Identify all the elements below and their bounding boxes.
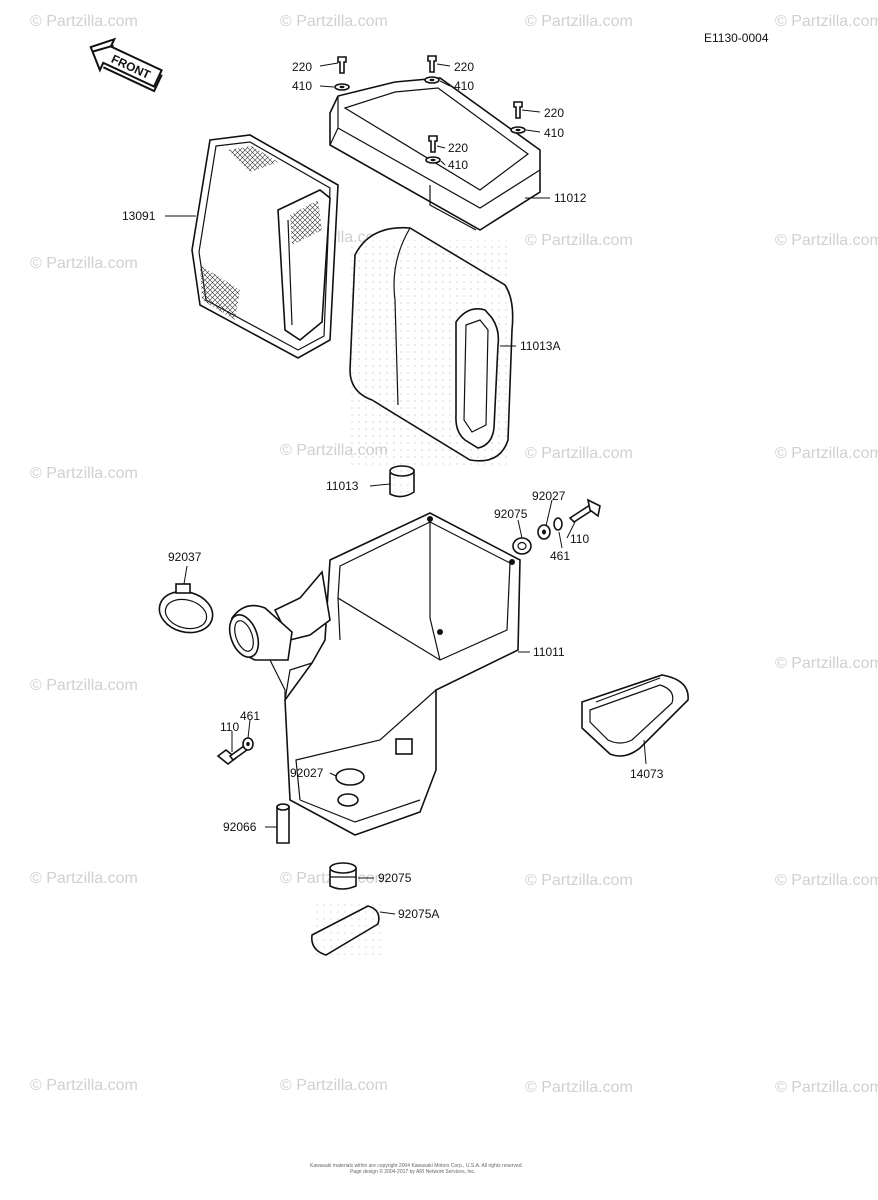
air-filter-element	[191, 134, 339, 359]
part-labels: 220 410 220 410 220 410 220 410 11012 13…	[122, 60, 664, 921]
footer-copyright: Kawasaki materials within are copyright …	[310, 1163, 523, 1169]
part-label: 11013A	[520, 339, 560, 353]
watermark: © Partzilla.com	[775, 232, 878, 249]
tube-92075A	[310, 904, 382, 956]
watermark: © Partzilla.com	[30, 255, 138, 272]
clamp-92037	[158, 583, 214, 634]
part-label: 461	[550, 549, 570, 563]
air-filter-foam	[349, 226, 514, 465]
watermark: © Partzilla.com	[30, 1077, 138, 1094]
part-label: 220	[292, 60, 312, 74]
intake-duct	[228, 604, 293, 700]
part-label: 410	[544, 126, 564, 140]
watermark: © Partzilla.com	[30, 677, 138, 694]
screw-220-icon	[334, 56, 350, 91]
part-label: 92066	[223, 820, 257, 834]
bolt-110-icon	[568, 498, 601, 524]
watermark: © Partzilla.com	[30, 465, 138, 482]
watermark: © Partzilla.com	[30, 870, 138, 887]
washer-461-icon	[553, 517, 563, 531]
front-arrow-icon: FRONT	[89, 37, 163, 93]
screw-220-icon	[424, 55, 440, 84]
watermark-layer: © Partzilla.com © Partzilla.com © Partzi…	[30, 13, 878, 1096]
watermark: © Partzilla.com	[525, 1079, 633, 1096]
part-label: 92027	[290, 766, 324, 780]
bushing-92027-icon	[537, 524, 551, 540]
drain-tube-92066	[276, 803, 290, 844]
part-label: 220	[544, 106, 564, 120]
footer-copyright: Page design © 2004-2017 by ARI Network S…	[350, 1168, 475, 1175]
watermark: © Partzilla.com	[30, 13, 138, 30]
watermark: © Partzilla.com	[525, 13, 633, 30]
part-label: 110	[220, 720, 239, 734]
part-label: 220	[454, 60, 474, 74]
part-label: 92027	[532, 489, 566, 503]
grommet-92075-icon	[329, 862, 357, 890]
watermark: © Partzilla.com	[775, 655, 878, 672]
part-label: 410	[292, 79, 312, 93]
part-label: 92075	[494, 507, 528, 521]
part-label: 14073	[630, 767, 664, 781]
washer-461-icon	[242, 737, 254, 751]
part-label: 11011	[533, 645, 565, 659]
watermark: © Partzilla.com	[525, 232, 633, 249]
part-label: 92037	[168, 550, 202, 564]
part-label: 410	[448, 158, 468, 172]
part-label: 220	[448, 141, 468, 155]
part-label: 410	[454, 79, 474, 93]
part-label: 461	[240, 709, 260, 723]
air-cleaner-cover	[329, 77, 541, 231]
cover-14073	[581, 674, 689, 757]
screw-220-icon	[510, 101, 526, 134]
leader-lines	[165, 62, 647, 915]
foam-plug-11013	[389, 465, 415, 498]
watermark: © Partzilla.com	[280, 1077, 388, 1094]
part-label: 92075	[378, 871, 412, 885]
part-label: 13091	[122, 209, 156, 223]
air-cleaner-case	[273, 512, 521, 836]
watermark: © Partzilla.com	[775, 872, 878, 889]
part-label: 11012	[554, 191, 587, 205]
watermark: © Partzilla.com	[775, 13, 878, 30]
watermark: © Partzilla.com	[525, 872, 633, 889]
part-label: 92075A	[398, 907, 439, 921]
part-label: 11013	[326, 479, 359, 493]
diagram-code: E1130-0004	[704, 31, 769, 45]
watermark: © Partzilla.com	[525, 445, 633, 462]
watermark: © Partzilla.com	[775, 1079, 878, 1096]
screw-220-icon	[425, 135, 441, 164]
watermark: © Partzilla.com	[775, 445, 878, 462]
watermark: © Partzilla.com	[280, 13, 388, 30]
part-label: 110	[570, 532, 589, 546]
grommet-92075-icon	[512, 537, 532, 555]
